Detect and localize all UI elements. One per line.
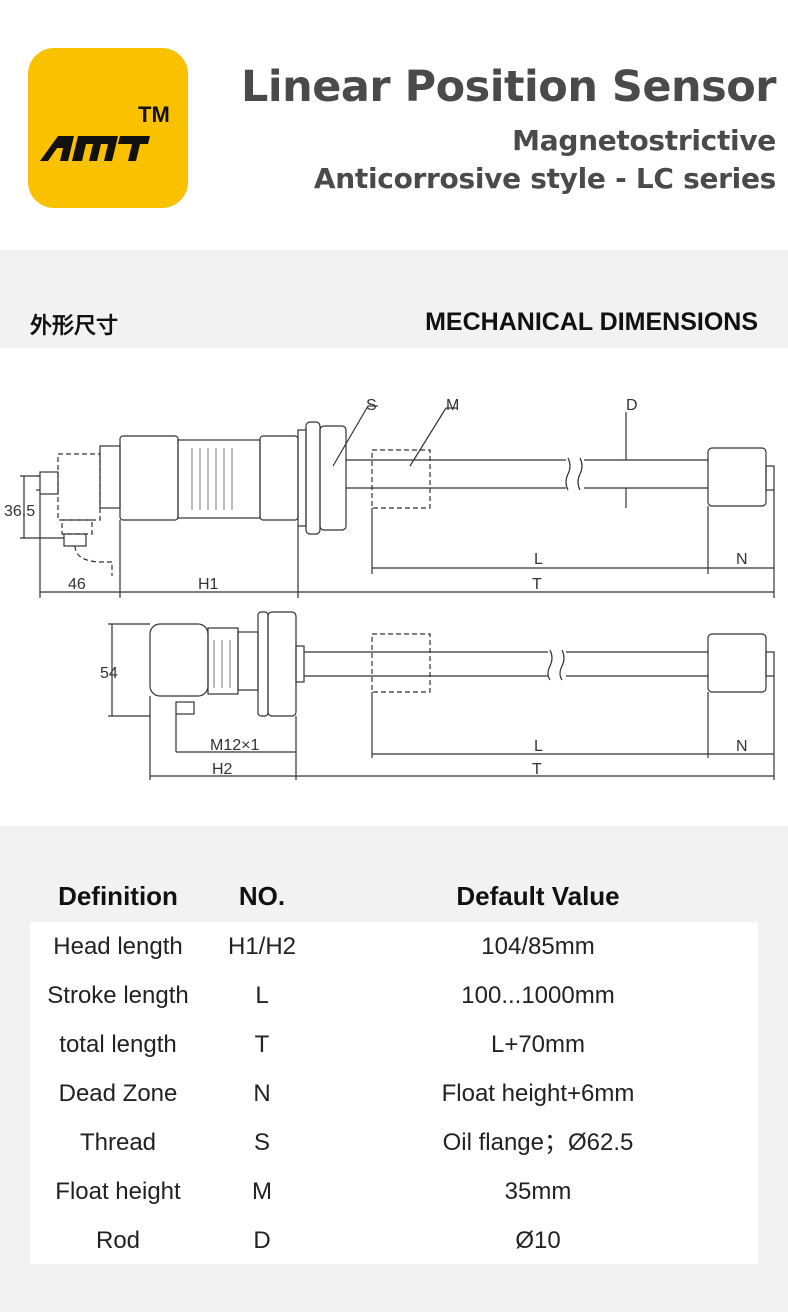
mechanical-drawing: S M D 36.5 L N 46 H1 T 54 M12×1 L N H2 T [0, 348, 788, 826]
section-title-cn: 外形尺寸 [30, 314, 119, 339]
amt-logo: TM [28, 48, 188, 208]
cell-value: Ø10 [515, 1227, 561, 1254]
cable-gland [63, 533, 87, 547]
dimension-drawing-svg: S M D 36.5 L N 46 H1 T 54 M12×1 L N H2 T [4, 397, 775, 780]
cell-definition: Dead Zone [58, 1080, 178, 1107]
table-row: Float height M 35mm [30, 1167, 758, 1216]
label-l-top: L [534, 551, 543, 568]
sensor-head [119, 435, 179, 521]
section-bar [0, 250, 788, 348]
cell-value: L+70mm [490, 1031, 586, 1058]
cell-definition: Rod [95, 1227, 141, 1254]
end-float-h2 [707, 633, 767, 693]
label-h2: H2 [212, 761, 233, 778]
label-d: D [626, 397, 638, 414]
cell-definition: Head length [53, 933, 183, 960]
label-m12: M12×1 [210, 737, 259, 754]
cell-no: L [255, 982, 269, 1009]
cell-definition: Thread [79, 1129, 157, 1156]
connector-pin-block [39, 471, 59, 495]
cell-value: 104/85mm [481, 933, 595, 960]
connector-outline [57, 453, 101, 535]
label-54: 54 [100, 665, 118, 682]
label-36-5: 36.5 [4, 503, 35, 520]
cell-value: Oil flange；Ø62.5 [442, 1129, 634, 1156]
cell-no: S [253, 1129, 270, 1156]
cell-value: 35mm [504, 1178, 572, 1205]
label-s: S [366, 397, 377, 414]
page-subtitle-1: Magnetostrictive [512, 124, 776, 157]
oil-flange-h2 [267, 611, 297, 717]
page-title: Linear Position Sensor [240, 62, 777, 112]
header-default-value: Default Value [456, 881, 620, 911]
header-no: NO. [238, 881, 286, 911]
cell-no: T [254, 1031, 270, 1058]
section-title-en: MECHANICAL DIMENSIONS [425, 308, 758, 336]
table-row: Thread S Oil flange；Ø62.5 [30, 1118, 758, 1167]
table-row: Rod D Ø10 [30, 1216, 758, 1265]
float-outline [371, 449, 431, 509]
table-row: Dead Zone N Float height+6mm [30, 1069, 758, 1118]
cell-definition: total length [59, 1031, 177, 1058]
label-t-bottom: T [532, 761, 542, 778]
cell-value: 100...1000mm [461, 982, 615, 1009]
cell-definition: Stroke length [47, 982, 189, 1009]
sensor-label-area [177, 439, 261, 519]
table-row: total length T L+70mm [30, 1020, 758, 1069]
label-m: M [446, 397, 459, 414]
spec-table-body: Head length H1/H2 104/85mm Stroke length… [30, 922, 758, 1264]
spec-table-header: Definition NO. Default Value [0, 870, 788, 922]
header-definition: Definition [58, 881, 178, 911]
cell-value: Float height+6mm [441, 1080, 635, 1107]
sensor-head-h2 [149, 623, 209, 697]
cell-no: N [253, 1080, 271, 1107]
oil-flange [305, 421, 321, 535]
label-n-top: N [736, 551, 748, 568]
label-h1: H1 [198, 576, 219, 593]
label-n-bottom: N [736, 738, 748, 755]
page-subtitle-2: Anticorrosive style - LC series [313, 162, 776, 195]
amt-logo-mark: TM [40, 102, 170, 161]
label-l-bottom: L [534, 738, 543, 755]
table-row: Head length H1/H2 104/85mm [30, 922, 758, 971]
float-outline-h2 [371, 633, 431, 693]
cell-no: D [253, 1227, 271, 1254]
end-float [707, 447, 767, 507]
m12-connector [175, 701, 195, 715]
cell-definition: Float height [55, 1178, 181, 1205]
label-46: 46 [68, 576, 86, 593]
table-row: Stroke length L 100...1000mm [30, 971, 758, 1020]
header: TM Linear Position Sensor Magnetostricti… [0, 0, 788, 250]
cell-no: H1/H2 [227, 933, 297, 960]
trademark-symbol: TM [138, 102, 170, 127]
label-t-top: T [532, 576, 542, 593]
cell-no: M [252, 1178, 272, 1205]
